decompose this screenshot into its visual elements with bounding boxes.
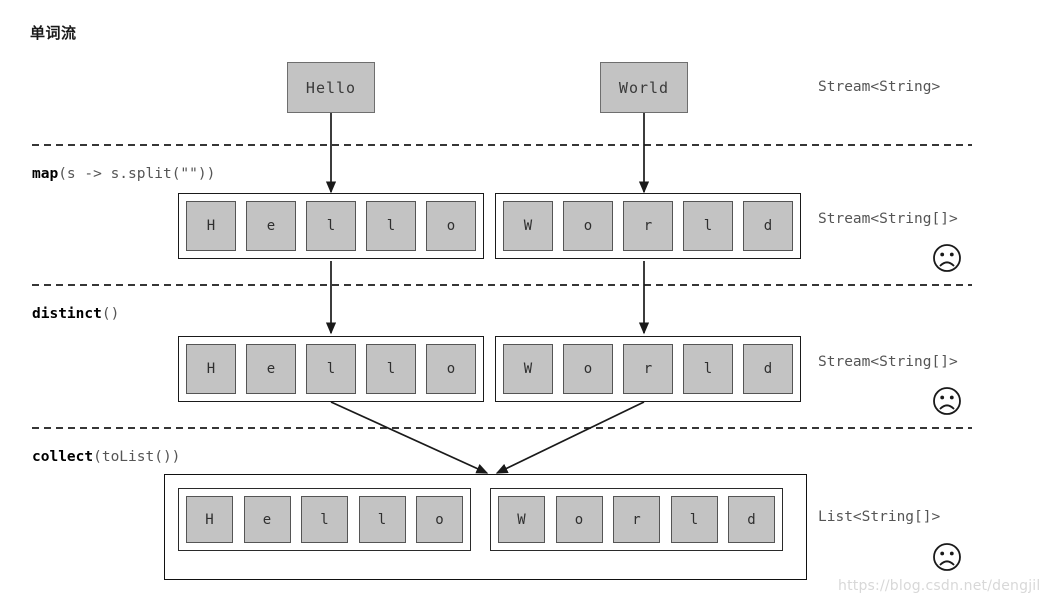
char-cell: r (623, 344, 673, 394)
sad-face-icon (933, 387, 961, 415)
type-label-source: Stream<String> (818, 79, 941, 95)
op-args-distinct: () (101, 306, 120, 322)
page-title: 单词流 (30, 24, 77, 42)
arrow-distinct-to-collect-hello (330, 401, 489, 474)
char-cell: l (301, 496, 348, 543)
char-cell: o (426, 201, 476, 251)
char-cell: l (306, 344, 356, 394)
word-box-world: World (600, 62, 688, 113)
char-cell: e (243, 496, 291, 543)
char-cell: o (563, 201, 613, 251)
array-box-distinct-hello: H e l l o (178, 336, 484, 402)
char-cell: W (498, 496, 545, 543)
char-cell: e (246, 201, 296, 251)
char-cell: H (186, 496, 233, 543)
char-cell: r (623, 201, 673, 251)
char-cell: l (358, 496, 406, 543)
array-box-distinct-world: W o r l d (495, 336, 801, 402)
array-box-map-hello: H e l l o (178, 193, 484, 259)
watermark: https://blog.csdn.net/dengjili (838, 578, 1041, 594)
char-cell: H (186, 201, 236, 251)
op-label-distinct: distinct() (32, 306, 119, 322)
array-box-collect-hello: H e l l o (178, 488, 471, 551)
char-cell: d (743, 344, 793, 394)
op-args-map: (s -> s.split("")) (58, 166, 216, 182)
char-cell: W (503, 344, 553, 394)
char-cell: d (728, 496, 775, 543)
char-cell: o (416, 496, 463, 543)
char-cell: l (366, 344, 416, 394)
list-box-collect: H e l l o W o r l d (164, 474, 807, 580)
sad-face-icon (933, 244, 961, 272)
op-name-map: map (32, 166, 59, 182)
word-box-hello: Hello (287, 62, 375, 113)
array-box-map-world: W o r l d (495, 193, 801, 259)
char-cell: o (555, 496, 603, 543)
sad-face-icon (933, 543, 961, 571)
char-cell: o (426, 344, 476, 394)
type-label-distinct: Stream<String[]> (818, 354, 958, 370)
char-cell: l (683, 201, 733, 251)
arrow-distinct-to-collect-world (495, 401, 645, 474)
op-name-distinct: distinct (32, 306, 102, 322)
char-cell: l (306, 201, 356, 251)
op-label-map: map(s -> s.split("")) (32, 166, 215, 182)
char-cell: l (683, 344, 733, 394)
char-cell: l (670, 496, 718, 543)
type-label-collect: List<String[]> (818, 509, 941, 525)
op-name-collect: collect (32, 449, 94, 465)
char-cell: H (186, 344, 236, 394)
char-cell: W (503, 201, 553, 251)
char-cell: r (613, 496, 660, 543)
char-cell: l (366, 201, 416, 251)
char-cell: d (743, 201, 793, 251)
array-box-collect-world: W o r l d (490, 488, 783, 551)
char-cell: e (246, 344, 296, 394)
op-label-collect: collect(toList()) (32, 449, 180, 465)
char-cell: o (563, 344, 613, 394)
type-label-map: Stream<String[]> (818, 211, 958, 227)
op-args-collect: (toList()) (93, 449, 181, 465)
